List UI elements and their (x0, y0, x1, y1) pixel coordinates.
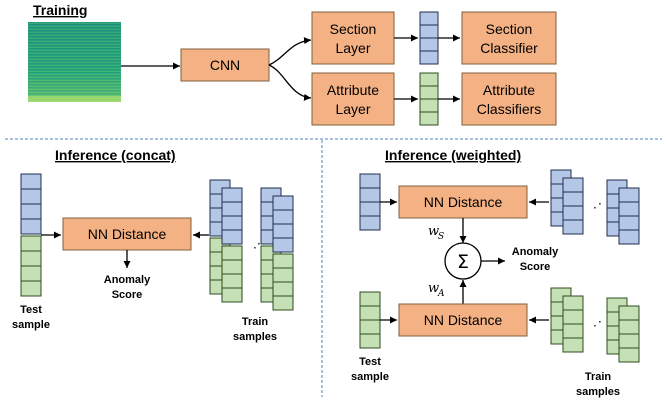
weighted-train-blue-stack-2 (562, 177, 584, 235)
weighted-test-label-line2: sample (351, 371, 389, 383)
concat-train-label-line1: Train (242, 316, 269, 328)
inference-weighted-title: Inference (weighted) (385, 147, 521, 163)
attribute-layer-line1: Attribute (327, 82, 379, 98)
concat-train-stack-4 (272, 195, 294, 311)
concat-test-vector (20, 173, 42, 297)
concat-ellipsis-2: · (257, 237, 261, 251)
weighted-test-vector-green (359, 291, 381, 349)
attribute-classifiers-line1: Attribute (483, 82, 535, 98)
concat-anomaly-line2: Score (112, 289, 143, 301)
weighted-nn-distance-bottom-box: NN Distance (398, 303, 528, 337)
section-classifier-line1: Section (486, 21, 533, 37)
weight-a-symbol: w (428, 281, 439, 296)
weighted-train-green-stack-4 (618, 305, 640, 363)
weighted-blue-ellipsis: · (593, 201, 597, 215)
attribute-embedding-vector (419, 72, 439, 126)
attribute-classifiers-line2: Classifiers (477, 101, 542, 117)
weighted-nn-distance-bottom-label: NN Distance (424, 312, 503, 328)
concat-test-label-line2: sample (12, 319, 50, 331)
weighted-anomaly-line2: Score (520, 261, 551, 273)
section-classifier-box: Section Classifier (461, 11, 557, 65)
section-embedding-vector (419, 11, 439, 65)
concat-ellipsis: · (253, 241, 257, 255)
section-layer-box: Section Layer (311, 11, 395, 65)
spectrogram-image (28, 22, 121, 102)
inference-concat-title: Inference (concat) (55, 147, 176, 163)
sum-symbol: Σ (457, 251, 469, 273)
concat-test-label-line1: Test (20, 304, 42, 316)
attribute-layer-box: Attribute Layer (311, 72, 395, 126)
weighted-test-vector-blue (359, 173, 381, 231)
cnn-to-section-arrow (268, 37, 312, 66)
weight-s-subscript: S (438, 232, 444, 242)
section-classifier-line2: Classifier (480, 40, 538, 56)
sum-node: Σ (444, 242, 482, 280)
weighted-train-blue-stack-4 (618, 187, 640, 245)
weight-a-subscript: A (437, 289, 445, 299)
section-layer-line1: Section (330, 21, 377, 37)
weighted-green-ellipsis-2: · (598, 315, 602, 329)
weighted-anomaly-line1: Anomaly (512, 246, 559, 258)
cnn-label: CNN (210, 57, 240, 73)
cnn-to-attribute-arrow (268, 64, 312, 101)
training-title: Training (33, 2, 87, 18)
concat-train-label-line2: samples (233, 331, 277, 343)
cnn-box: CNN (180, 48, 270, 82)
weight-s-symbol: w (428, 224, 439, 239)
concat-nn-distance-label: NN Distance (88, 226, 167, 242)
weighted-nn-distance-top-box: NN Distance (398, 185, 528, 219)
attribute-classifiers-box: Attribute Classifiers (461, 72, 557, 126)
weighted-blue-ellipsis-2: · (598, 197, 602, 211)
weighted-nn-distance-top-label: NN Distance (424, 194, 503, 210)
weighted-train-label-line2: samples (576, 386, 620, 398)
weighted-train-label-line1: Train (585, 371, 612, 383)
attribute-layer-line2: Layer (335, 101, 370, 117)
weighted-green-ellipsis: · (593, 319, 597, 333)
concat-train-stack-2 (221, 187, 243, 303)
concat-nn-distance-box: NN Distance (62, 217, 192, 251)
concat-anomaly-line1: Anomaly (104, 274, 151, 286)
weighted-test-label-line1: Test (359, 356, 381, 368)
weighted-train-green-stack-2 (562, 295, 584, 353)
section-layer-line2: Layer (335, 40, 370, 56)
